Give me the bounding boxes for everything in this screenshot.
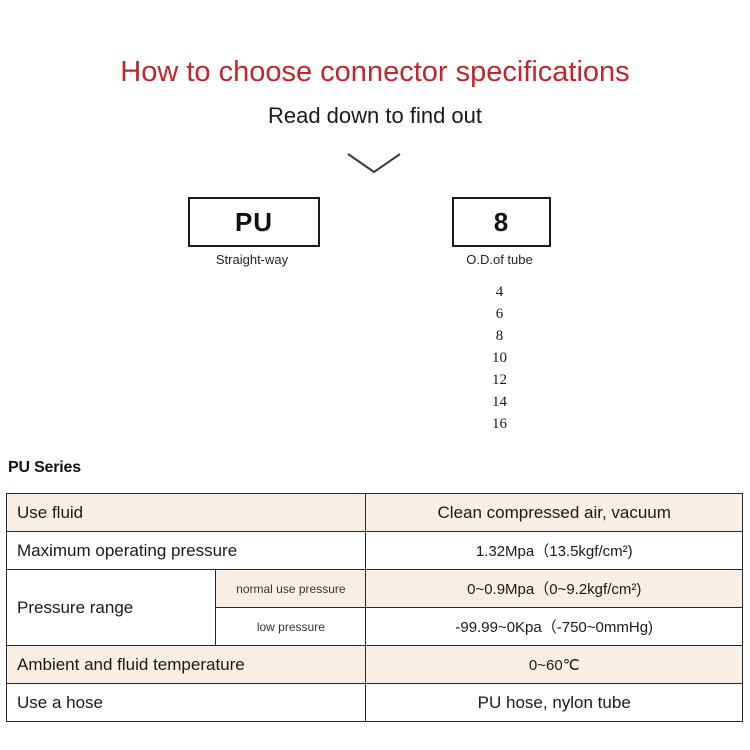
tube-size-box[interactable]: 8: [452, 197, 551, 247]
cell-value: 1.32Mpa（13.5kgf/cm²): [365, 531, 743, 570]
table-row: Ambient and fluid temperature 0~60℃: [5, 645, 743, 684]
cell-sub-label: low pressure: [215, 607, 367, 646]
list-item[interactable]: 4: [495, 284, 504, 300]
spec-table: Use fluid Clean compressed air, vacuum M…: [5, 493, 743, 722]
table-row: Use a hose PU hose, nylon tube: [5, 683, 743, 722]
cell-label: Use fluid: [5, 493, 367, 532]
cell-value: -99.99~0Kpa（-750~0mmHg): [365, 607, 743, 646]
table-row: Use fluid Clean compressed air, vacuum: [5, 493, 743, 532]
cell-sub-label: normal use pressure: [215, 569, 367, 608]
cell-value: Clean compressed air, vacuum: [365, 493, 743, 532]
cell-value: 0~0.9Mpa（0~9.2kgf/cm²): [365, 569, 743, 608]
chevron-down-icon: [347, 152, 401, 176]
list-item[interactable]: 14: [492, 394, 507, 410]
list-item[interactable]: 16: [492, 416, 507, 432]
cell-label: Use a hose: [5, 683, 367, 722]
table-row: Maximum operating pressure 1.32Mpa（13.5k…: [5, 531, 743, 570]
cell-label: Maximum operating pressure: [5, 531, 367, 570]
list-item[interactable]: 8: [495, 328, 504, 344]
tube-size-option-list: 4 6 8 10 12 14 16: [452, 281, 547, 435]
series-code-box[interactable]: PU: [188, 197, 320, 247]
list-item[interactable]: 12: [492, 372, 507, 388]
page-title: How to choose connector specifications: [120, 56, 630, 88]
list-item[interactable]: 10: [492, 350, 507, 366]
cell-value: PU hose, nylon tube: [365, 683, 743, 722]
spec-series-label: PU Series: [8, 459, 81, 476]
series-code-caption: Straight-way: [215, 252, 289, 267]
cell-label: Pressure range: [5, 569, 217, 646]
page-subtitle: Read down to find out: [267, 103, 483, 128]
table-row: Pressure range normal use pressure 0~0.9…: [5, 569, 743, 646]
list-item[interactable]: 6: [495, 306, 504, 322]
table-row: low pressure -99.99~0Kpa（-750~0mmHg): [7, 607, 743, 646]
tube-size-caption: O.D.of tube: [466, 252, 533, 267]
cell-value: 0~60℃: [365, 645, 743, 684]
cell-label: Ambient and fluid temperature: [5, 645, 367, 684]
